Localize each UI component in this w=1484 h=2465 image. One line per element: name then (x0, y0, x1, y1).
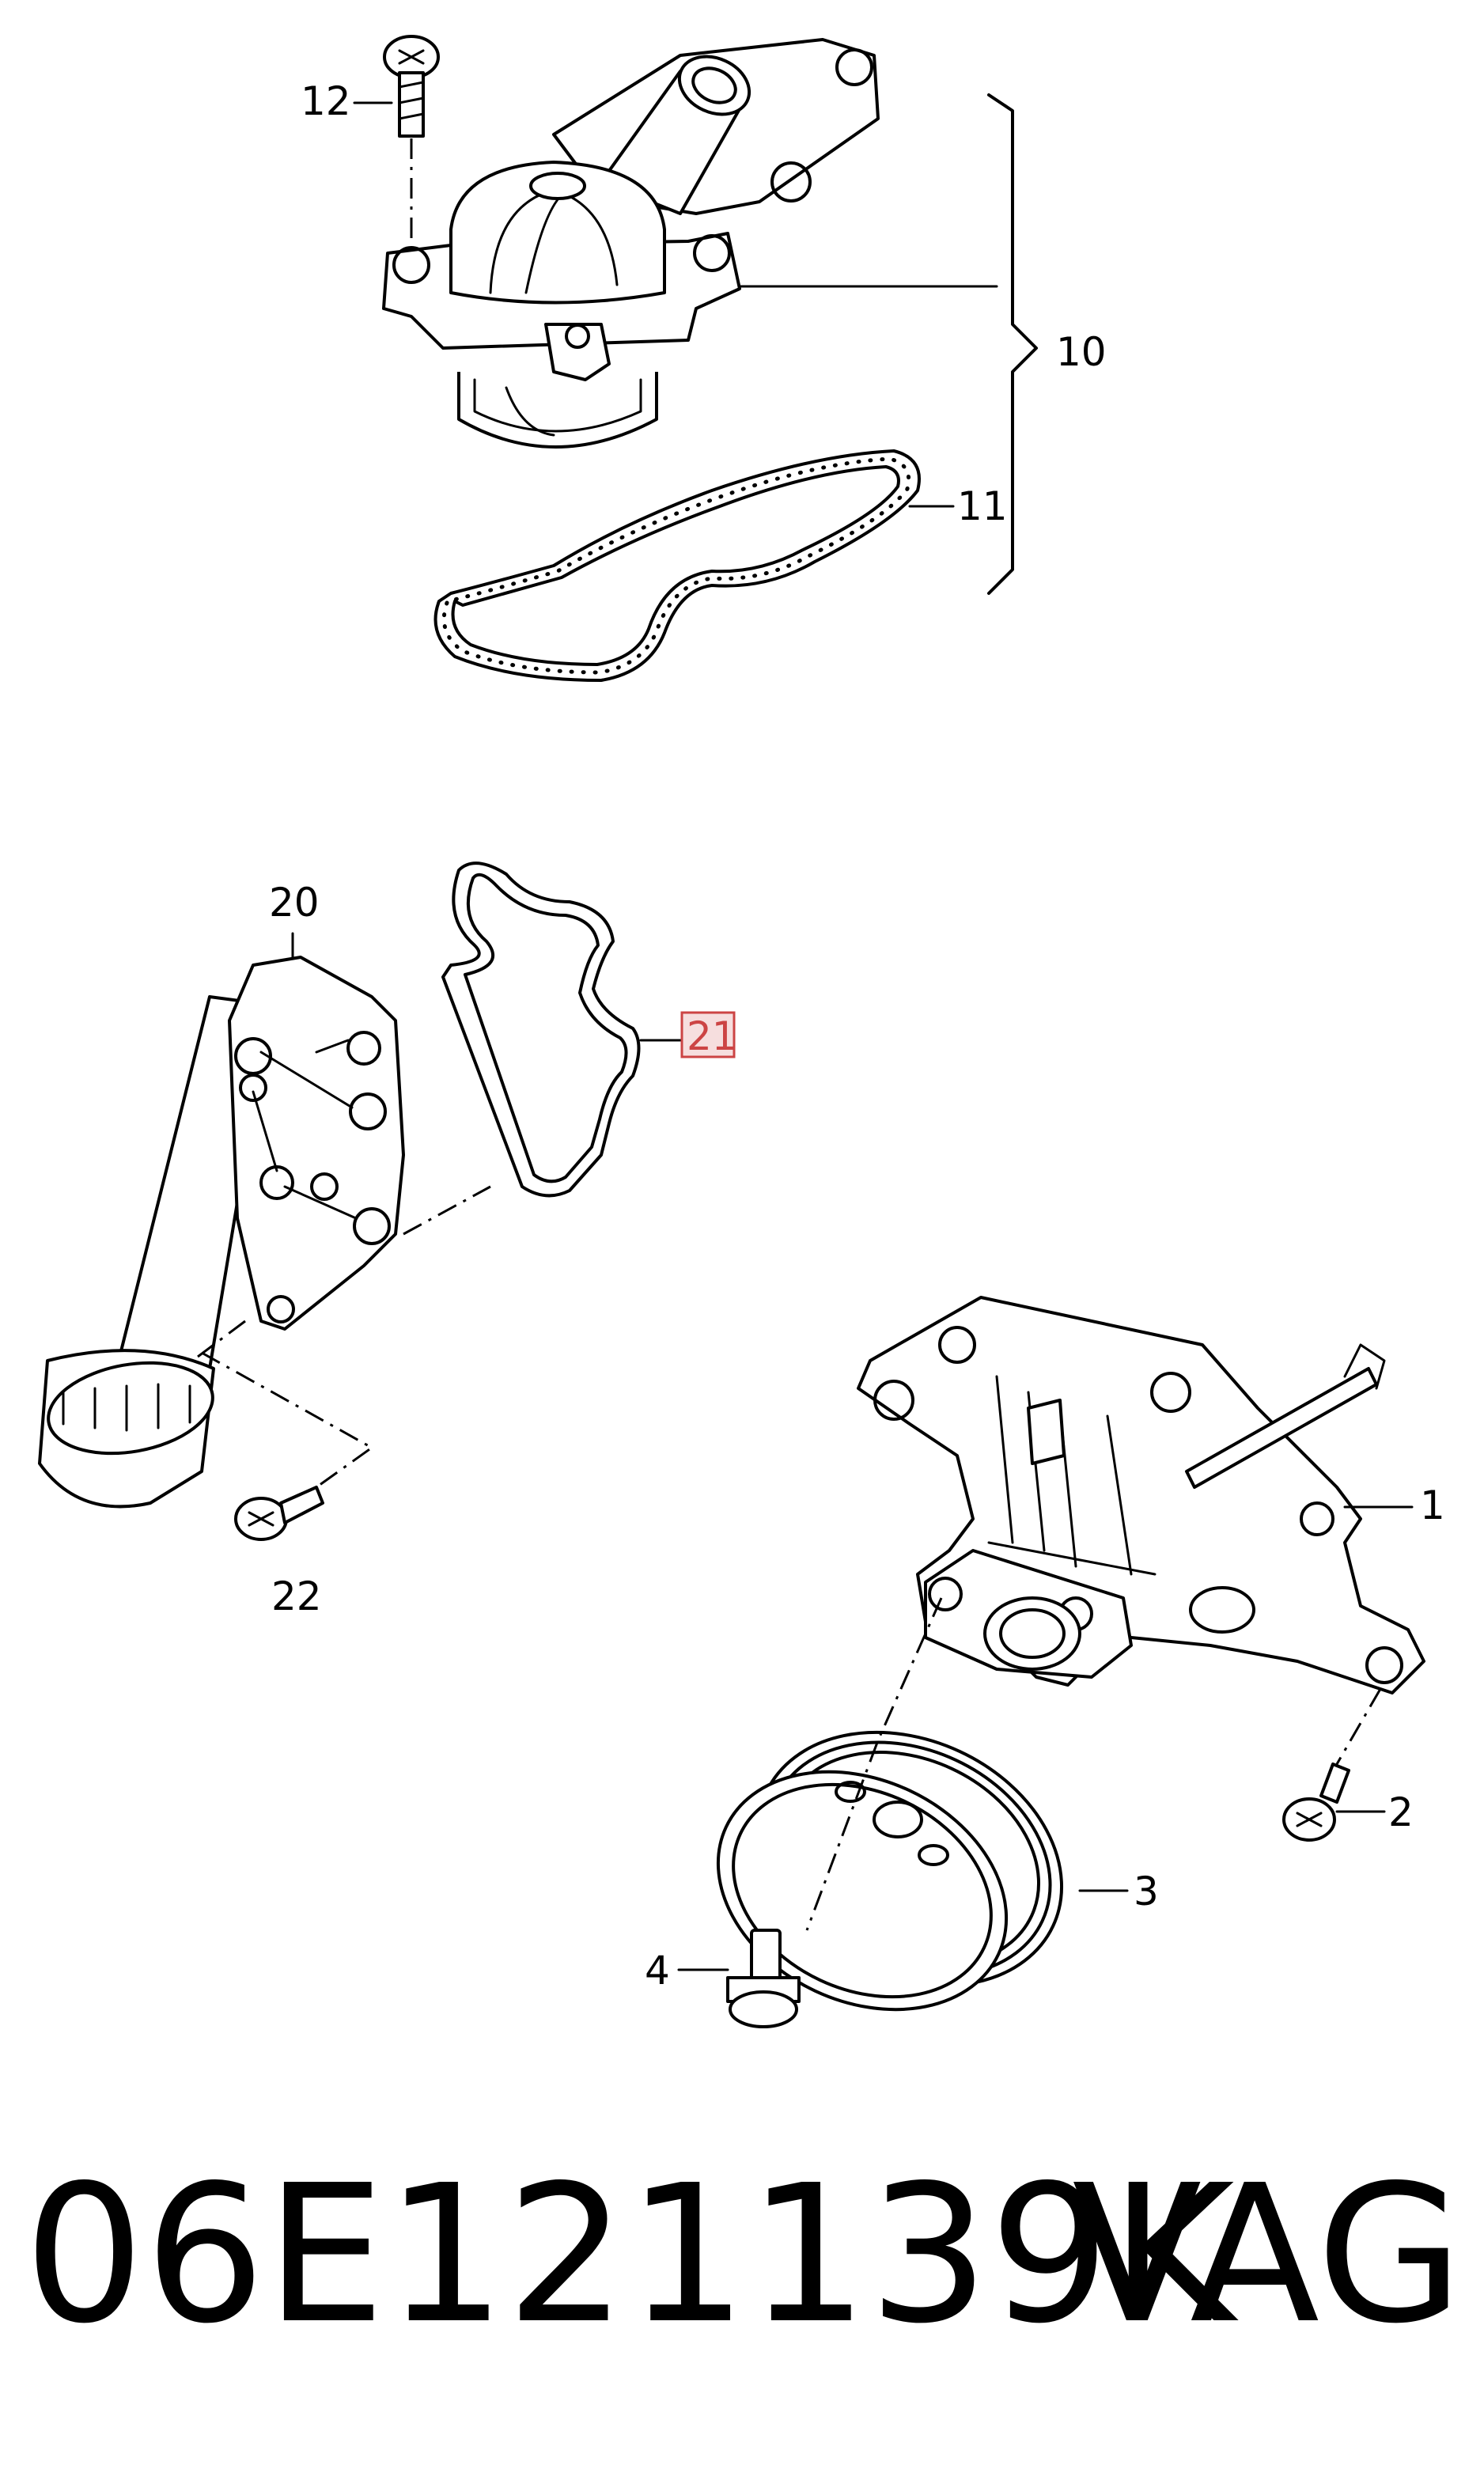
callout-4: 4 (645, 1948, 670, 1994)
callout-1: 1 (1420, 1482, 1445, 1528)
coolant-flange (38, 956, 405, 1509)
flange-gasket (441, 861, 641, 1198)
bracket-10 (987, 93, 1038, 595)
callout-22: 22 (271, 1573, 322, 1619)
callout-20: 20 (269, 880, 320, 926)
screw-12 (383, 35, 440, 245)
thermostat-housing (382, 38, 880, 449)
pump-pulley (716, 1730, 1064, 2012)
callout-21-highlight (680, 1011, 736, 1058)
screw-4 (726, 1929, 801, 2028)
part-number: 06E121139K (24, 2144, 1235, 2365)
screw-2 (1282, 1763, 1350, 1842)
water-pump (857, 1296, 1425, 1694)
footer: 06E121139K VAG (24, 2136, 1463, 2373)
callout-2: 2 (1388, 1789, 1414, 1835)
thermostat-o-ring (433, 449, 921, 682)
brand-name: VAG (1072, 2144, 1463, 2365)
callout-21: 21 (687, 1013, 737, 1059)
callout-3: 3 (1134, 1869, 1159, 1914)
callout-10: 10 (1056, 329, 1107, 375)
screw-22 (234, 1486, 324, 1541)
callout-12: 12 (301, 78, 351, 124)
callout-11: 11 (957, 483, 1008, 529)
